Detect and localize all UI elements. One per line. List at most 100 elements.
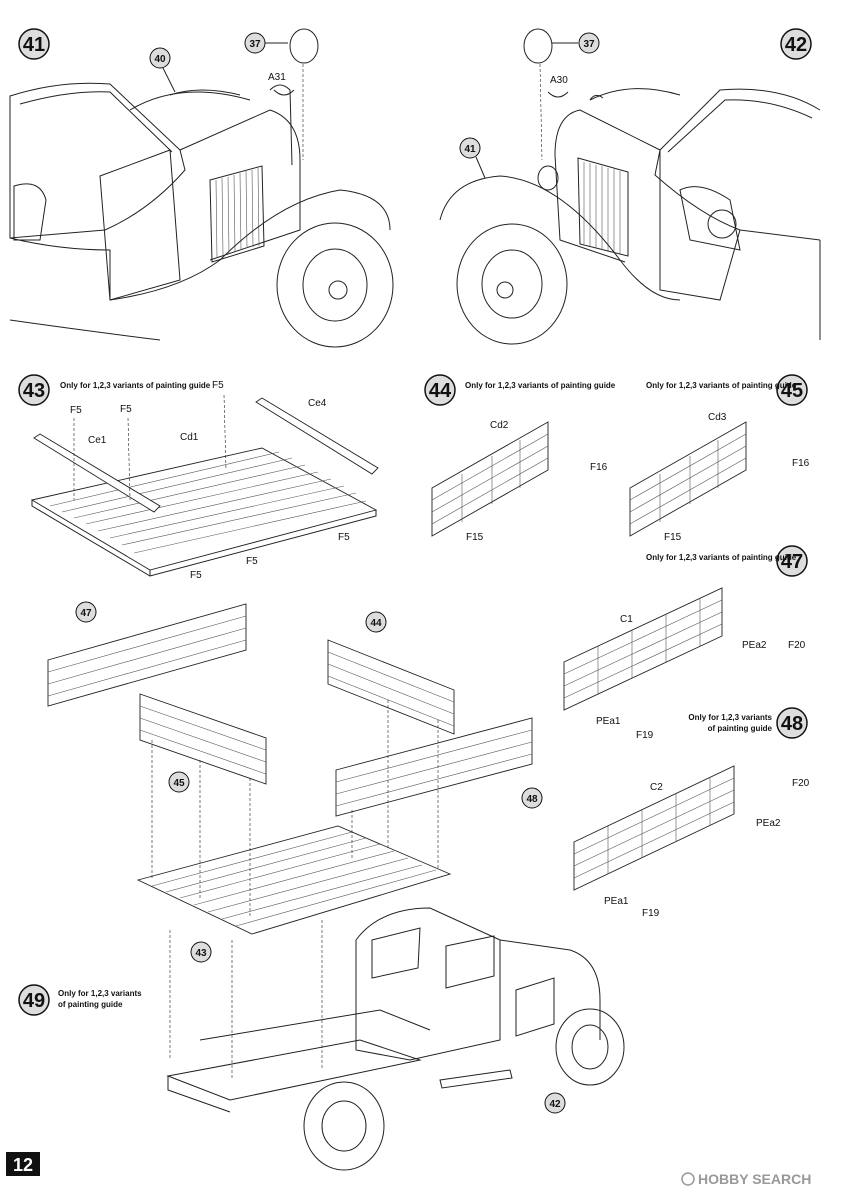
part-label-f19: F19: [642, 908, 660, 919]
callout-40: [149, 47, 171, 69]
part-a31-bracket: [273, 89, 295, 96]
part-label-f16: F16: [590, 462, 608, 473]
page-number-badge: [6, 1152, 40, 1176]
cargo-bed-43-illustration: [136, 825, 452, 935]
part-label-f5: F5: [190, 570, 202, 581]
side-board-c2-illustration: [573, 765, 735, 891]
part-label-f5: F5: [212, 380, 224, 391]
part-label-f5: F5: [246, 556, 258, 567]
side-board-c1-illustration: [563, 587, 723, 711]
side-board-48-illustration: [335, 717, 533, 817]
callout-44-label: 44: [370, 618, 382, 629]
callout-48-label: 48: [526, 794, 538, 805]
step-note: Only for 1,2,3 variants: [58, 989, 142, 998]
step-number: 42: [785, 34, 807, 56]
step-number-badge: [424, 374, 456, 406]
step-42-panel: 42 37: [439, 28, 821, 345]
part-label-cd2: Cd2: [490, 420, 509, 431]
step-41-panel: 41 40: [9, 28, 394, 348]
part-label-pea1: PEa1: [596, 716, 621, 727]
cargo-bed-floor-illustration: [30, 397, 379, 577]
part-label-ce4: Ce4: [308, 398, 327, 409]
step-number-badge: [776, 545, 808, 577]
callout-45: [168, 771, 190, 793]
part-label-a31: A31: [268, 72, 286, 83]
step-number-badge: [18, 984, 50, 1016]
step-number-badge: [18, 374, 50, 406]
part-label-f5: F5: [120, 404, 132, 415]
step-44-panel: 44 Only for 1,2,3 variants of painting g…: [424, 374, 616, 543]
part-label-f16: F16: [792, 458, 810, 469]
page-number: 12: [13, 1155, 33, 1175]
step-number: 43: [23, 380, 45, 402]
step-48-panel: 48 Only for 1,2,3 variants of painting g…: [573, 707, 810, 919]
step-49-panel: 49 Only for 1,2,3 variants of painting g…: [18, 601, 625, 1171]
callout-41: [459, 137, 481, 159]
truck-chassis-cab-illustration: [166, 907, 625, 1171]
callout-37: [578, 32, 600, 54]
part-label-ce1: Ce1: [88, 435, 107, 446]
callout-47-label: 47: [80, 608, 92, 619]
part-label-pea1: PEa1: [604, 896, 629, 907]
callout-43-label: 43: [195, 948, 207, 959]
callout-40-label: 40: [154, 54, 166, 65]
headlamp-part: [289, 28, 319, 64]
part-a30-bracket: [547, 91, 569, 98]
step-note: Only for 1,2,3 variants of painting guid…: [646, 553, 797, 562]
truck-cab-front-left-illustration: [9, 82, 394, 348]
step-note: Only for 1,2,3 variants of painting guid…: [465, 381, 616, 390]
part-label-a30: A30: [550, 75, 568, 86]
part-label-cd3: Cd3: [708, 412, 727, 423]
side-board-cd2-illustration: [431, 421, 549, 537]
step-number: 47: [781, 551, 803, 573]
callout-42-label: 42: [549, 1099, 561, 1110]
step-47-panel: 47 Only for 1,2,3 variants of painting g…: [563, 545, 808, 741]
step-number-badge: [780, 28, 812, 60]
callout-37-label: 37: [249, 39, 261, 50]
step-45-panel: 45 Only for 1,2,3 variants of painting g…: [629, 374, 810, 543]
part-label-f19: F19: [636, 730, 654, 741]
assembly-guide-lines: [151, 700, 439, 1080]
part-label-f15: F15: [664, 532, 682, 543]
callout-41-label: 41: [464, 144, 476, 155]
step-number-badge: [776, 707, 808, 739]
watermark: HOBBY SEARCH: [681, 1171, 811, 1187]
callout-44: [365, 611, 387, 633]
step-number: 48: [781, 713, 803, 735]
part-label-f15: F15: [466, 532, 484, 543]
step-number: 44: [429, 380, 452, 402]
step-note: of painting guide: [58, 1000, 123, 1009]
front-board-47-illustration: [47, 603, 247, 707]
headlamp-part: [523, 28, 553, 64]
step-note: Only for 1,2,3 variants of painting guid…: [646, 381, 797, 390]
part-label-c1: C1: [620, 614, 633, 625]
step-note: of painting guide: [708, 724, 773, 733]
side-board-cd3-illustration: [629, 421, 747, 537]
part-label-pea2: PEa2: [742, 640, 767, 651]
step-note: Only for 1,2,3 variants of painting guid…: [60, 381, 211, 390]
part-label-cd1: Cd1: [180, 432, 199, 443]
callout-43: [190, 941, 212, 963]
side-board-44-illustration: [327, 639, 455, 735]
callout-47: [75, 601, 97, 623]
callout-42: [544, 1092, 566, 1114]
part-label-f5: F5: [338, 532, 350, 543]
part-label-f20: F20: [792, 778, 810, 789]
part-label-f20: F20: [788, 640, 806, 651]
step-number: 41: [23, 34, 45, 56]
bed-rail-ce4: [255, 397, 379, 475]
tail-board-45-illustration: [139, 693, 267, 785]
callout-37-label: 37: [583, 39, 595, 50]
truck-cab-front-right-illustration: [439, 88, 821, 345]
part-label-pea2: PEa2: [756, 818, 781, 829]
step-number-badge: [18, 28, 50, 60]
callout-48: [521, 787, 543, 809]
callout-45-label: 45: [173, 778, 185, 789]
part-label-f5: F5: [70, 405, 82, 416]
step-number-badge: [776, 374, 808, 406]
bed-rail-ce1: [33, 433, 161, 513]
step-number: 49: [23, 990, 45, 1012]
step-number: 45: [781, 380, 803, 402]
watermark-text: HOBBY SEARCH: [698, 1171, 811, 1187]
